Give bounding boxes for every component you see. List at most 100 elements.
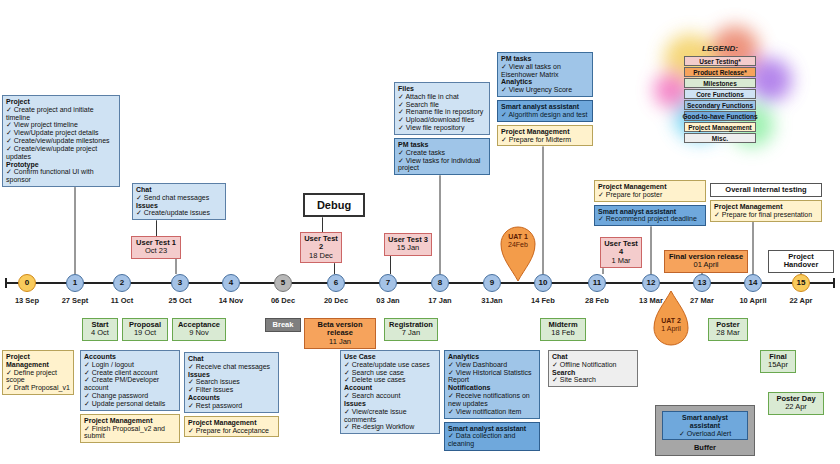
core-function-box: Accounts✓ Login / logout✓ Create client … [80, 350, 180, 411]
box-item: ✓ Create/update use cases [344, 361, 436, 369]
box-item: ✓ View notification item [448, 408, 536, 416]
circle-number: 8 [438, 279, 442, 288]
circle-number: 12 [647, 279, 656, 288]
legend-row: Core Functions [684, 89, 756, 99]
legend-title: LEGEND: [684, 44, 756, 53]
debug-box: Debug [303, 193, 365, 217]
box-heading: Project [6, 98, 116, 106]
date-label: 27 Sept [53, 296, 97, 305]
milestone-box: Acceptance9 Nov [172, 318, 226, 341]
timeline-circle: 12 [642, 274, 660, 292]
box-item: Oct 23 [145, 247, 167, 255]
box-item: Analytics [501, 78, 589, 86]
box-item: ✓ Create/update issues [136, 209, 222, 217]
box-heading: Start [91, 321, 108, 329]
box-item: ✓ View Dashboard [448, 361, 536, 369]
box-item: 1 Mar [611, 257, 630, 265]
box-item: ✓ View tasks for individual project [398, 157, 486, 173]
box-heading: Smart analyst assistant [501, 103, 589, 111]
circle-number: 11 [593, 279, 601, 288]
circle-number: 2 [120, 279, 124, 288]
good-to-have-box: Smart analyst assistant✓ Algorithm desig… [497, 100, 593, 122]
pin-outline [501, 227, 535, 281]
box-heading: Poster Day [776, 395, 815, 403]
box-heading: Debug [317, 199, 351, 211]
date-label: 17 Jan [418, 296, 462, 305]
project-management-box: Project Management✓ Finish Proposal_v2 a… [80, 414, 180, 443]
box-item: ✓ Attach file in chat [398, 93, 486, 101]
box-heading: Final [769, 353, 787, 361]
leader-line [75, 187, 76, 274]
circle-number: 15 [797, 279, 806, 288]
box-heading: UAT 1 [508, 233, 528, 241]
circle-number: 14 [749, 279, 758, 288]
user-test-box: User Test 315 Jan [384, 233, 432, 256]
box-item: ✓ Rest password [188, 402, 275, 410]
timeline-circle: 15 [792, 274, 810, 292]
project-management-box: Project Management✓ Define project scope… [2, 350, 74, 395]
box-heading: Accounts [84, 353, 176, 361]
secondary-function-box: Analytics✓ View Dashboard✓ View Historic… [444, 350, 540, 419]
box-heading: User Test 4 [604, 240, 638, 257]
timeline-circle: 9 [483, 274, 501, 292]
leader-line [322, 217, 323, 232]
milestone-box: Poster28 Mar [708, 318, 748, 341]
box-item: ✓ Prepare for Acceptance [188, 427, 275, 435]
milestone-box: Final15Apr [760, 350, 796, 373]
box-item: 9 Nov [189, 329, 209, 337]
legend-text: Project Management [688, 124, 752, 131]
legend-text: Milestones [703, 80, 737, 87]
date-label: 22 Apr [779, 296, 823, 305]
date-label: 25 Oct [158, 296, 202, 305]
circle-number: 1 [73, 279, 77, 288]
box-heading: PM tasks [501, 55, 589, 63]
legend-row: Milestones [684, 78, 756, 88]
box-item: 01 April [693, 261, 718, 269]
box-item: Issues [136, 202, 222, 210]
timeline-end [5, 278, 7, 288]
timeline-circle: 3 [171, 274, 189, 292]
box-heading: Midterm [548, 321, 577, 329]
box-heading: Project Management [598, 183, 702, 191]
color-splash [654, 26, 792, 147]
box-item: ✓ Create/view/update milestones [6, 137, 116, 145]
milestone-box: Start4 Oct [82, 318, 118, 341]
timeline-circle: 7 [379, 274, 397, 292]
box-item: 11 Jan [329, 338, 351, 346]
misc-box: Overall internal testing [710, 183, 822, 197]
box-heading: Analytics [448, 353, 536, 361]
box-item: ✓ View file repository [398, 124, 486, 132]
uat-pin: UAT 124Feb [499, 224, 537, 282]
box-item: ✓ Site Search [552, 376, 634, 384]
box-heading: Project Management [501, 128, 589, 136]
box-heading: Buffer [694, 444, 716, 452]
date-label: 10 April [731, 296, 775, 305]
core-function-box: Files✓ Attach file in chat✓ Search file✓… [394, 82, 490, 135]
release-box: Beta version release11 Jan [304, 318, 376, 349]
box-heading: Use Case [344, 353, 436, 361]
circle-number: 5 [281, 279, 285, 288]
leader-line [390, 256, 391, 274]
box-item: 18 Dec [309, 252, 333, 260]
box-item: ✓ Change password [84, 392, 176, 400]
box-item: Prototype [6, 161, 116, 169]
box-heading: UAT 2 [661, 317, 681, 325]
legend-row: User Testing* [684, 56, 756, 66]
misc-box: Chat✓ Offline NotificationSearch✓ Site S… [548, 350, 638, 387]
milestone-box: Midterm18 Feb [540, 318, 586, 341]
box-item: ✓ Prepare for poster [598, 191, 702, 199]
box-heading: Acceptance [178, 321, 220, 329]
core-function-box: Use Case✓ Create/update use cases✓ Searc… [340, 350, 440, 434]
box-heading: User Test 2 [304, 235, 338, 252]
timeline-circle: 13 [693, 274, 711, 292]
date-label: 20 Dec [314, 296, 358, 305]
legend-text: Misc. [712, 135, 728, 142]
secondary-function-box: PM tasks✓ View all tasks on Eisenhower M… [497, 52, 593, 97]
milestone-box: Proposal19 Oct [122, 318, 168, 341]
box-item: ✓ Receive notifications on new updates [448, 392, 536, 408]
secondary-function-box: PM tasks✓ Create tasks✓ View tasks for i… [394, 138, 490, 175]
box-item: ✓ Prepare for final presentation [714, 211, 818, 219]
box-heading: PM tasks [398, 141, 486, 149]
box-heading: Chat [552, 353, 634, 361]
timeline-circle: 11 [588, 274, 606, 292]
